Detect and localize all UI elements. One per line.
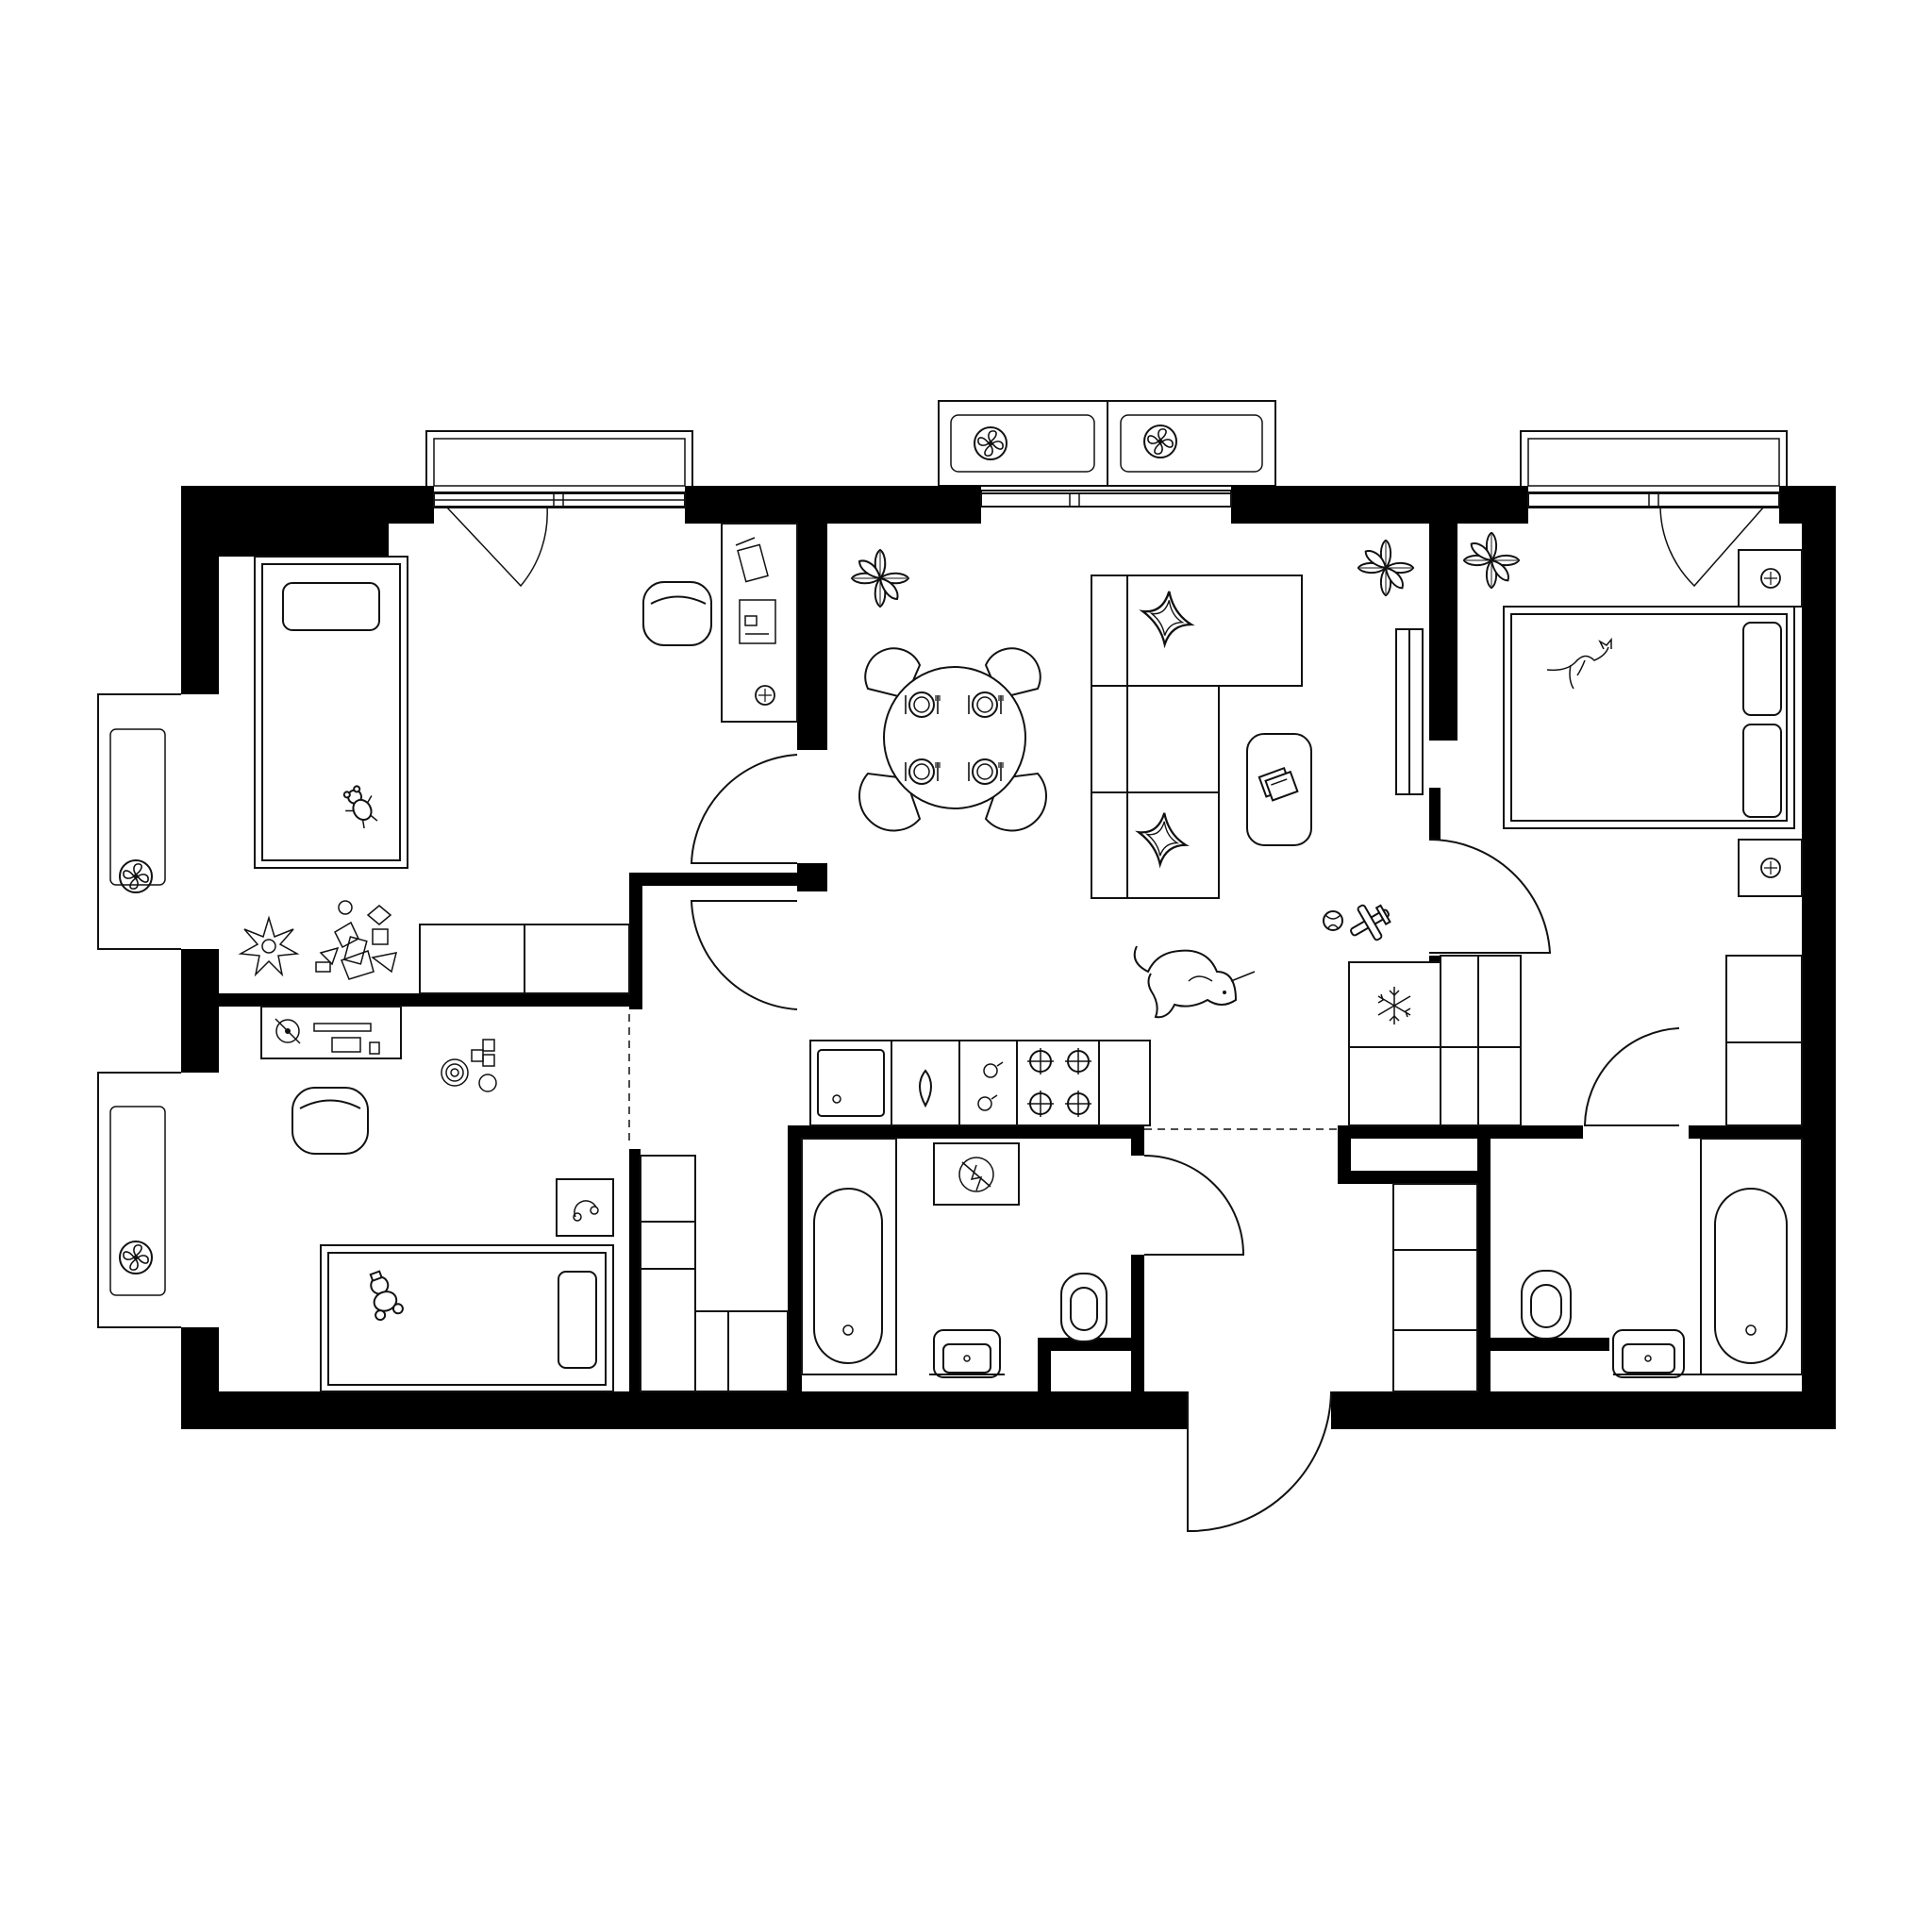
walls [181, 486, 1836, 1429]
magazines-icon [1257, 766, 1299, 802]
record-player-icon [739, 599, 776, 644]
fan-icon [119, 859, 153, 893]
bathroom-left [801, 1138, 1108, 1378]
bedroom [1440, 531, 1803, 1126]
living-room [809, 539, 1441, 1126]
snowflake-icon [1377, 987, 1411, 1024]
plant-icon [1357, 539, 1415, 597]
teddy-bear-icon [342, 785, 378, 829]
sink-icon [933, 1329, 1001, 1378]
kitchen-counter [809, 1040, 1151, 1126]
cat-icon [1546, 637, 1612, 690]
headphones-icon [573, 1200, 599, 1222]
stacking-rings-icon [441, 1058, 497, 1092]
fan-icon [974, 426, 1008, 460]
knob-icon [977, 1061, 1004, 1111]
toilet-icon [1521, 1270, 1572, 1340]
nightstand-knob-icon [1760, 568, 1781, 589]
kid-room-1 [238, 523, 909, 994]
faucet-icon [919, 1069, 932, 1108]
sink-icon [1612, 1329, 1685, 1378]
kid-room-2 [260, 1006, 789, 1392]
sink-icon [817, 1049, 885, 1117]
bathroom-right [1392, 1138, 1803, 1392]
doors [445, 506, 1765, 1533]
toy-blocks-icon [315, 900, 398, 980]
fan-icon [119, 1241, 153, 1274]
fridge-unit [1348, 961, 1441, 1126]
window-frames [433, 492, 1780, 508]
nightstand-knob-icon [1760, 858, 1781, 878]
laptop-icon [313, 1023, 380, 1055]
ball-icon [1323, 910, 1343, 931]
toy-star-icon [238, 915, 300, 977]
toy-figure-icon [369, 1270, 404, 1322]
fan-icon [1143, 425, 1177, 458]
abc-blocks-icon [471, 1039, 495, 1067]
balcony-top-middle [938, 400, 1276, 507]
toy-plane-icon [1350, 904, 1391, 941]
dining-table [858, 647, 1047, 832]
sofa [1091, 575, 1303, 899]
pencil-cup-icon [735, 537, 769, 583]
record-player-icon [275, 1018, 301, 1044]
plant-icon [1462, 531, 1521, 590]
dog-icon [1133, 945, 1256, 1019]
toilet-icon [1060, 1273, 1108, 1342]
plant-icon [851, 549, 909, 608]
nightstand-knob-icon [755, 685, 775, 706]
